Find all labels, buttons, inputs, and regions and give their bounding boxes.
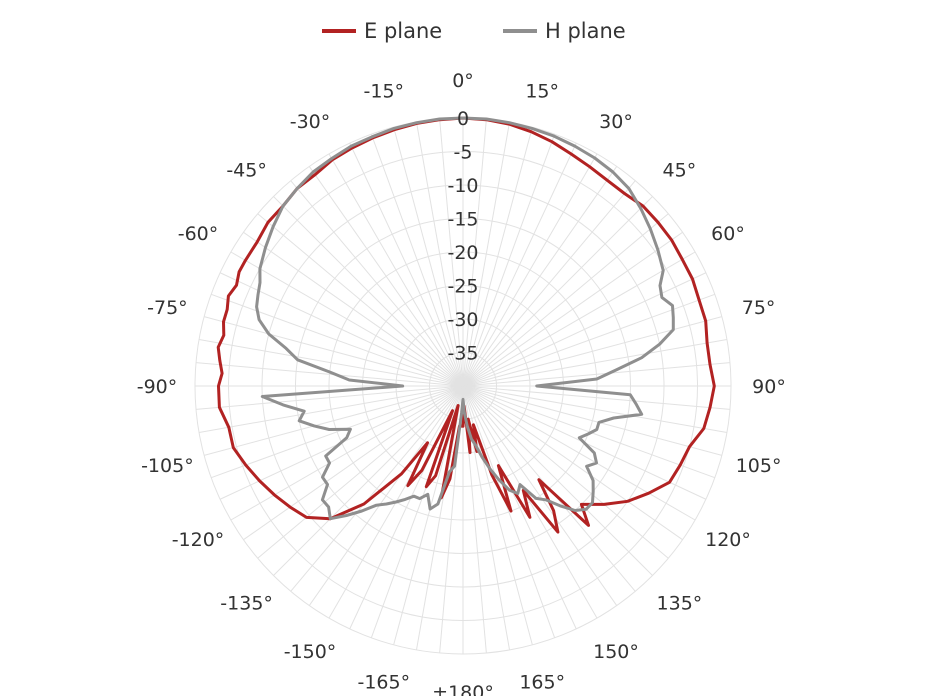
grid-spoke <box>462 338 728 387</box>
series-layer <box>216 116 716 534</box>
radial-tick-label: -30 <box>447 309 478 331</box>
grid-spoke <box>462 133 556 387</box>
grid-spoke <box>462 127 533 387</box>
legend: E plane H plane <box>322 19 626 43</box>
grid-spoke <box>370 133 464 387</box>
grid-spoke <box>257 385 464 559</box>
grid-spoke <box>415 121 464 387</box>
grid-spoke <box>462 180 636 387</box>
grid-spoke <box>349 142 464 387</box>
angle-tick-label: -45° <box>226 160 267 182</box>
angle-tick-label: 60° <box>711 223 745 245</box>
grid-spoke <box>204 316 464 387</box>
grid-spoke <box>462 153 598 387</box>
legend-label-e-plane: E plane <box>364 19 442 43</box>
angle-tick-label: -75° <box>147 297 188 319</box>
grid-spoke <box>393 127 464 387</box>
grid-spoke <box>243 231 464 387</box>
grid-spoke <box>462 385 577 630</box>
angle-tick-label: 120° <box>705 529 751 551</box>
grid-spoke <box>462 272 707 387</box>
grid-spoke <box>462 196 653 387</box>
grid-spoke <box>462 385 653 576</box>
grid-spoke <box>462 142 577 387</box>
radial-tick-label: -5 <box>454 142 473 164</box>
angle-tick-label: 90° <box>752 376 786 398</box>
radial-tick-label: -10 <box>447 175 478 197</box>
angle-tick-label: -30° <box>290 111 331 133</box>
grid-spoke <box>230 385 464 521</box>
grid-spoke <box>328 153 464 387</box>
angle-tick-label: 45° <box>663 160 697 182</box>
grid-spoke <box>273 385 464 576</box>
angle-tick-label: -105° <box>141 455 194 477</box>
radial-tick-label: -35 <box>447 343 478 365</box>
angle-tick-label: 135° <box>657 592 703 614</box>
angle-tick-label: -120° <box>172 529 225 551</box>
angle-tick-label: -135° <box>220 592 273 614</box>
angle-tick-label: -165° <box>357 672 410 694</box>
radial-tick-label: -15 <box>447 209 478 231</box>
grid-spoke <box>210 293 464 387</box>
grid-spoke <box>290 180 464 387</box>
grid-spoke <box>198 385 464 434</box>
grid-spoke <box>243 385 464 541</box>
angle-tick-label: 150° <box>593 641 639 663</box>
grid-spoke <box>290 385 464 592</box>
grid-spoke <box>462 166 618 387</box>
angle-tick-label: 75° <box>742 297 776 319</box>
angle-tick-label: 0° <box>452 70 474 92</box>
grid-spoke <box>462 385 618 606</box>
grid-spoke <box>462 213 669 387</box>
grid-spoke <box>195 385 464 410</box>
grid-spoke <box>462 385 556 639</box>
grid-spoke <box>210 385 464 479</box>
grid-spoke <box>415 385 464 651</box>
grid-spoke <box>462 385 728 434</box>
grid-spoke <box>462 385 683 541</box>
radial-tick-label: -25 <box>447 276 478 298</box>
grid-spoke <box>462 385 722 456</box>
grid-spoke <box>198 338 464 387</box>
grid-spoke <box>462 385 716 479</box>
grid-spoke <box>462 385 731 410</box>
legend-label-h-plane: H plane <box>545 19 626 43</box>
angle-tick-label: 30° <box>599 111 633 133</box>
radial-tick-label: -20 <box>447 242 478 264</box>
radial-tick-label: 0 <box>457 108 469 130</box>
angle-tick-label: ±180° <box>432 682 494 696</box>
grid-spoke <box>439 118 464 387</box>
angle-tick-label: -15° <box>364 80 405 102</box>
grid-spoke <box>462 118 487 387</box>
grid-spoke <box>462 121 511 387</box>
grid-spoke <box>462 251 696 387</box>
grid-spoke <box>195 362 464 387</box>
angle-tick-label: -90° <box>137 376 178 398</box>
grid-spoke <box>308 166 464 387</box>
angle-tick-label: 105° <box>736 455 782 477</box>
angle-tick-label: 15° <box>525 80 559 102</box>
grid-spoke <box>462 316 722 387</box>
grid-spoke <box>219 272 464 387</box>
grid-spoke <box>230 251 464 387</box>
grid-spoke <box>273 196 464 387</box>
grid-spoke <box>462 231 683 387</box>
grid-spoke <box>462 362 731 387</box>
angle-tick-label: -150° <box>284 641 337 663</box>
grid-spoke <box>462 293 716 387</box>
series-line-h-plane <box>255 116 675 521</box>
grid-spoke <box>462 385 696 521</box>
polar-grid <box>194 117 732 655</box>
grid-spoke <box>308 385 464 606</box>
grid-spoke <box>257 213 464 387</box>
angle-tick-label: -60° <box>178 223 219 245</box>
angle-tick-label: 165° <box>519 672 565 694</box>
axis-labels: 0° 15° 30° 45° 60° 75° 90° 105° 120° 135° 150° 165°… <box>137 70 786 696</box>
grid-spoke <box>462 385 598 619</box>
grid-spoke <box>204 385 464 456</box>
grid-spoke <box>462 385 669 559</box>
